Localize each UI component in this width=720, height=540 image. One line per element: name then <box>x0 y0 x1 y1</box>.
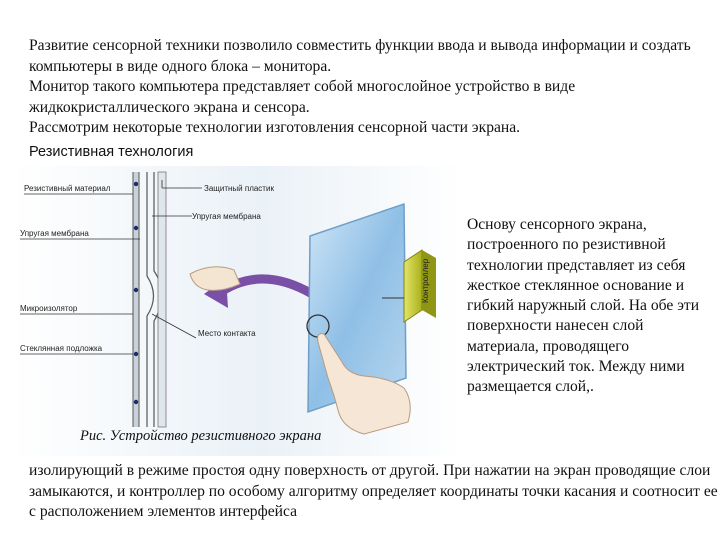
pointing-hand <box>317 333 411 435</box>
controller-box <box>382 249 436 323</box>
bottom-paragraph: изолирующий в режиме простоя одну поверх… <box>29 462 718 520</box>
leader-lines <box>20 180 202 355</box>
intro-line-2: Монитор такого компьютера представляет с… <box>29 78 576 116</box>
side-paragraph: Основу сенсорного экрана, построенного п… <box>467 216 700 396</box>
label-microinsulator: Микроизолятор <box>20 304 78 313</box>
figure-caption: Рис. Устройство резистивного экрана <box>80 428 322 444</box>
resistive-screen-figure: Резистивный материал Защитный пластик Уп… <box>12 166 462 456</box>
label-elastic-membrane-left: Упругая мембрана <box>20 229 89 238</box>
layer-cross-section <box>132 171 167 428</box>
label-controller: Контроллер <box>421 258 430 303</box>
label-contact-point: Место контакта <box>198 329 256 338</box>
hand-small <box>189 266 241 291</box>
intro-line-3: Рассмотрим некоторые технологии изготовл… <box>29 119 521 136</box>
label-resistive-material: Резистивный материал <box>24 184 111 193</box>
label-protective-plastic: Защитный пластик <box>204 184 274 193</box>
intro-text: Развитие сенсорной техники позволило сов… <box>29 36 709 139</box>
figure-illustration: Резистивный материал Защитный пластик Уп… <box>12 166 462 456</box>
section-subheading: Резистивная технология <box>29 144 194 160</box>
label-elastic-membrane-right: Упругая мембрана <box>192 212 261 221</box>
intro-line-1: Развитие сенсорной техники позволило сов… <box>29 37 691 75</box>
label-glass-substrate: Стеклянная подложка <box>20 344 103 353</box>
